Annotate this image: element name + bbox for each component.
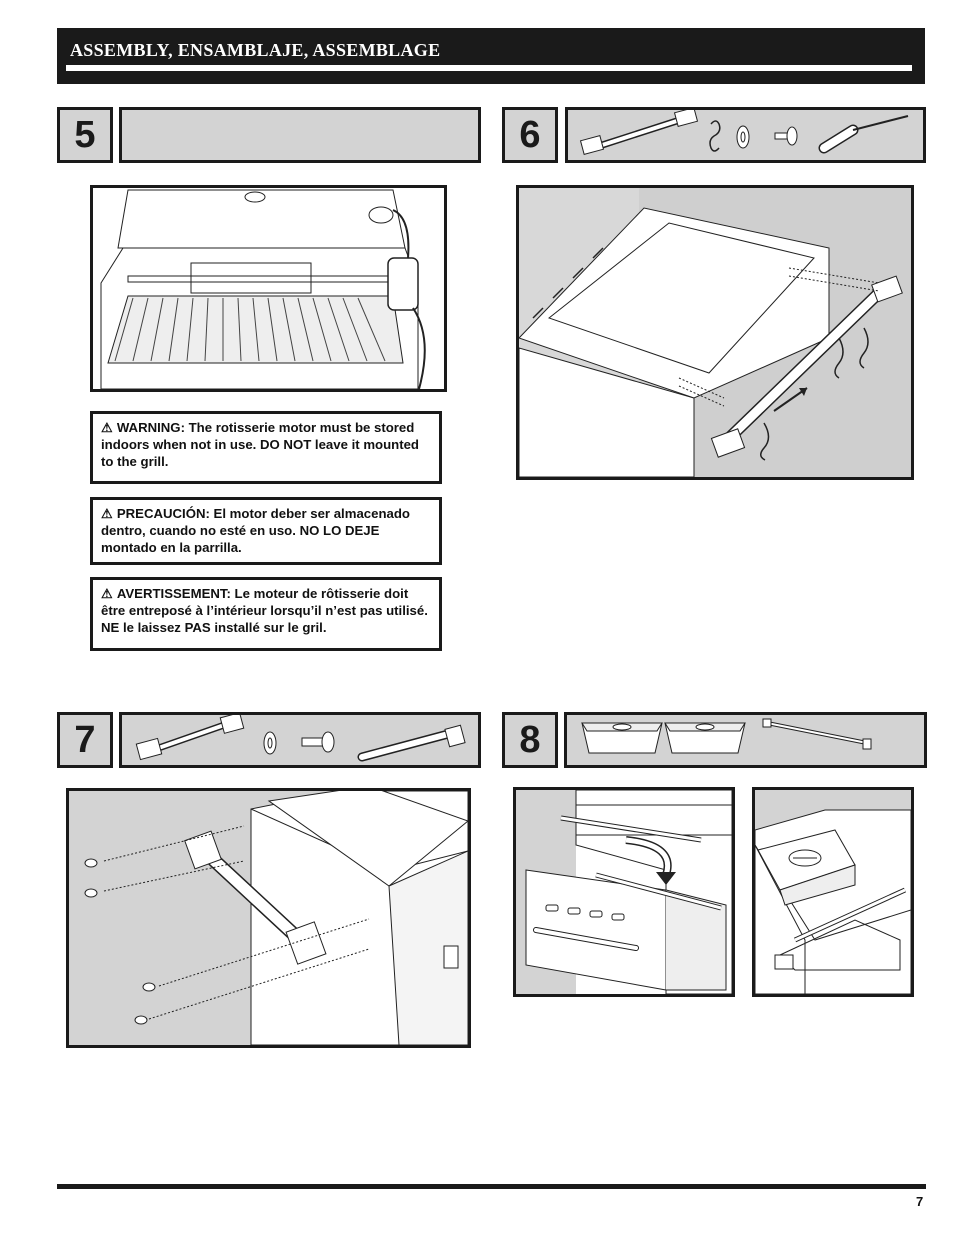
- step-6-parts-bar: [565, 107, 926, 163]
- wrench-icon: [357, 724, 466, 762]
- food-pan-icon: [581, 722, 663, 754]
- warning-triangle-icon: ⚠: [101, 586, 113, 601]
- step-8-food-pan-illustration: [752, 787, 914, 997]
- warning-triangle-icon: ⚠: [101, 506, 113, 521]
- food-pan-icon: [664, 722, 746, 754]
- footer-rule: [57, 1184, 926, 1189]
- section-title: ASSEMBLY, ENSAMBLAJE, ASSEMBLAGE: [70, 40, 441, 60]
- warning-box-spanish: ⚠PRECAUCIÓN: El motor deber ser almacena…: [90, 497, 442, 565]
- warning-text-english: WARNING: The rotisserie motor must be st…: [101, 420, 419, 469]
- step-7-number: 7: [57, 712, 113, 768]
- warning-box-english: ⚠WARNING: The rotisserie motor must be s…: [90, 411, 442, 484]
- step-5-number: 5: [57, 107, 113, 163]
- washer-icon: [736, 125, 750, 149]
- step-8-drawer-rail-illustration: [513, 787, 735, 997]
- warning-box-french: ⚠AVERTISSEMENT: Le moteur de rôtisserie …: [90, 577, 442, 651]
- handle-icon: [135, 715, 245, 761]
- warning-triangle-icon: ⚠: [101, 420, 113, 435]
- section-header-bar: [57, 28, 925, 84]
- washer-icon: [263, 731, 277, 755]
- step-8-number: 8: [502, 712, 558, 768]
- step-5-rotisserie-illustration: [90, 185, 447, 392]
- warning-text-french: AVERTISSEMENT: Le moteur de rôtisserie d…: [101, 586, 428, 635]
- step-6-number: 6: [502, 107, 558, 163]
- step-6-handle-illustration: [516, 185, 914, 480]
- handle-icon: [579, 110, 699, 155]
- warning-text-spanish: PRECAUCIÓN: El motor deber ser almacenad…: [101, 506, 410, 555]
- screw-icon: [774, 126, 798, 146]
- step-7-parts-bar: [119, 712, 481, 768]
- step-8-parts-bar: [564, 712, 927, 768]
- s-hook-icon: [709, 120, 721, 152]
- rail-icon: [762, 718, 872, 750]
- header-rule: [66, 65, 912, 71]
- step-7-handle-illustration: [66, 788, 471, 1048]
- page-number: 7: [916, 1194, 924, 1209]
- bolt-icon: [301, 731, 335, 753]
- step-5-parts-bar: [119, 107, 481, 163]
- screwdriver-icon: [818, 115, 909, 154]
